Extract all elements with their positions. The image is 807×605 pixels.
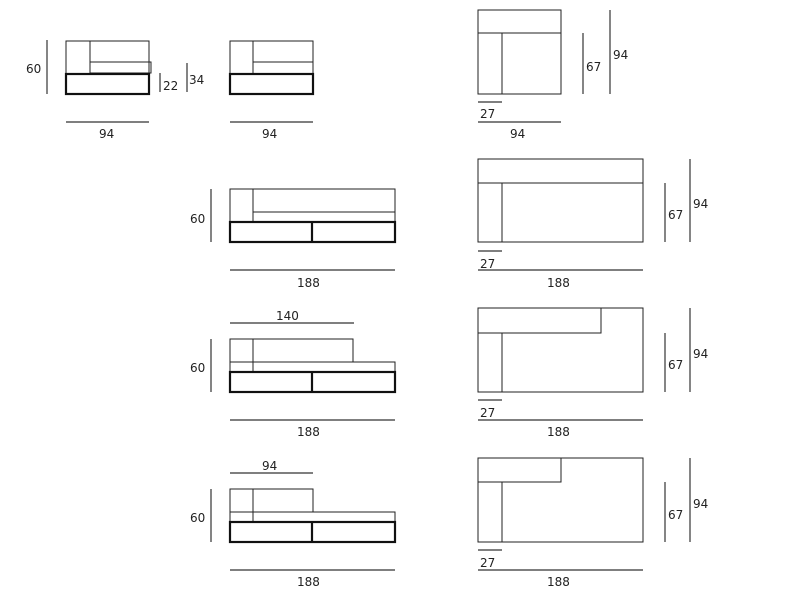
arm-width-label: 27 xyxy=(480,556,495,570)
sofa-188-back-94-plan: 67 94 27 188 xyxy=(477,457,708,589)
height-label: 60 xyxy=(190,511,205,525)
width-label: 188 xyxy=(297,425,320,439)
height-label: 60 xyxy=(190,361,205,375)
module-a-elevation: 60 22 34 94 xyxy=(26,40,204,141)
seat-height-label: 22 xyxy=(163,79,178,93)
seat-depth-label: 67 xyxy=(586,60,601,74)
width-label: 188 xyxy=(547,425,570,439)
width-label: 188 xyxy=(297,575,320,589)
width-label: 94 xyxy=(510,127,525,141)
sofa-188-back-94-elevation: 94 60 188 xyxy=(190,459,397,589)
sofa-188-plan: 67 94 27 188 xyxy=(477,158,708,290)
base-height-label: 34 xyxy=(189,73,204,87)
width-label: 188 xyxy=(297,276,320,290)
seat-depth-label: 67 xyxy=(668,508,683,522)
sofa-188-back-140-plan: 67 94 27 188 xyxy=(477,307,708,439)
width-label: 188 xyxy=(547,276,570,290)
module-plan-94: 67 94 27 94 xyxy=(477,9,628,141)
back-width-label: 140 xyxy=(276,309,299,323)
sofa-188-back-140-elevation: 140 60 188 xyxy=(190,309,397,439)
total-depth-label: 94 xyxy=(693,497,708,511)
height-label: 60 xyxy=(26,62,41,76)
width-label: 188 xyxy=(547,575,570,589)
sofa-188-elevation: 60 188 xyxy=(190,188,397,290)
back-width-label: 94 xyxy=(262,459,277,473)
arm-width-label: 27 xyxy=(480,107,495,121)
width-label: 94 xyxy=(262,127,277,141)
total-depth-label: 94 xyxy=(693,347,708,361)
arm-width-label: 27 xyxy=(480,257,495,271)
seat-depth-label: 67 xyxy=(668,208,683,222)
seat-depth-label: 67 xyxy=(668,358,683,372)
module-b-elevation: 94 xyxy=(228,40,315,141)
arm-width-label: 27 xyxy=(480,406,495,420)
total-depth-label: 94 xyxy=(613,48,628,62)
total-depth-label: 94 xyxy=(693,197,708,211)
width-label: 94 xyxy=(99,127,114,141)
height-label: 60 xyxy=(190,212,205,226)
